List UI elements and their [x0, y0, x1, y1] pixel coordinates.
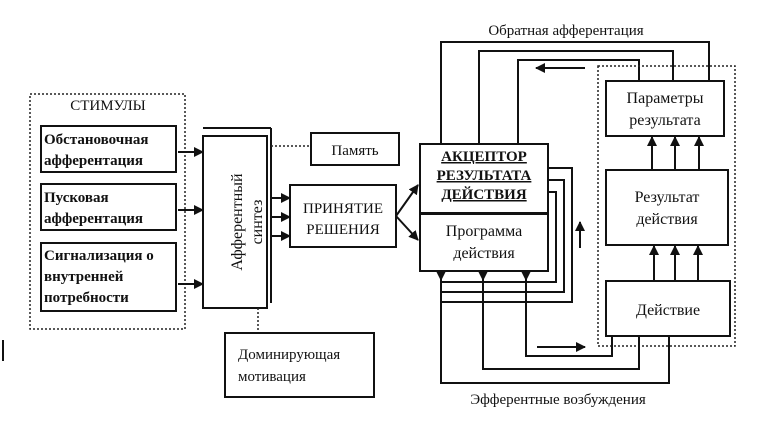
afferent-synthesis-box [202, 135, 268, 309]
reverse-afferentation-label: Обратная афферентация [488, 23, 643, 39]
result-line2: действия [636, 211, 698, 228]
afferent-synthesis-block: Афферентный синтез [202, 127, 272, 309]
program-output-arrowhead-3 [521, 271, 531, 281]
stimulus-box-internal-need [40, 242, 177, 312]
parameters-line1: Параметры [627, 90, 704, 107]
action-box [605, 280, 731, 337]
dominant-motivation-box [224, 332, 375, 398]
result-line1: Результат [635, 189, 700, 206]
stimuli-group-border [29, 93, 186, 330]
parameters-line2: результата [629, 112, 700, 129]
acceptor-line1: АКЦЕПТОР [441, 149, 527, 165]
efferent-excitations-label: Эфферентные возбуждения [470, 392, 646, 408]
stimulus-trigger-line1: Пусковая [44, 190, 109, 206]
stimulus-situational-line1: Обстановочная [44, 132, 148, 148]
acceptor-box [419, 143, 549, 215]
decision-line1: ПРИНЯТИЕ [303, 201, 383, 217]
efferent-loop-inner [525, 271, 613, 357]
arrow-decision-to-acceptor [395, 184, 419, 217]
stimulus-trigger-line2: афферентация [44, 211, 143, 227]
decision-box [289, 184, 397, 248]
stimulus-situational-line2: афферентация [44, 153, 143, 169]
result-parameters-box [605, 80, 725, 137]
acceptor-line3: ДЕЙСТВИЯ [441, 186, 527, 203]
stimulus-internal-line1: Сигнализация о [44, 248, 154, 264]
afferent-synthesis-line1: Афферентный [229, 173, 246, 271]
program-line1: Программа [446, 223, 522, 240]
stimulus-box-trigger [40, 183, 177, 231]
decision-line2: РЕШЕНИЯ [306, 222, 379, 238]
memory-label: Память [331, 143, 378, 159]
efferent-loop-middle [482, 271, 640, 370]
acceptor-line2: РЕЗУЛЬТАТА [437, 168, 532, 184]
stimulus-internal-line3: потребности [44, 290, 129, 306]
program-line2: действия [453, 245, 515, 262]
memory-box [310, 132, 400, 166]
stimulus-box-situational [40, 125, 177, 173]
program-output-arrowhead-1 [436, 271, 446, 281]
stimuli-group: СТИМУЛЫ Обстановочная афферентация Пуско… [29, 93, 186, 330]
action-label: Действие [636, 302, 700, 319]
afferent-synthesis-line2: синтез [249, 200, 266, 245]
feedback-loop-outer [440, 41, 710, 144]
acceptor-loop-outer [441, 167, 573, 303]
arrow-decision-to-program [395, 215, 419, 241]
acceptor-loop-middle [441, 179, 565, 293]
action-result-box [605, 169, 729, 246]
stimulus-internal-line2: внутренней [44, 269, 124, 285]
feedback-loop-inner [517, 59, 640, 144]
motivation-line1: Доминирующая [238, 347, 340, 363]
feedback-loop-middle [478, 50, 674, 144]
program-output-arrowhead-2 [478, 271, 488, 281]
motivation-line2: мотивация [238, 369, 306, 385]
result-group-border [597, 65, 736, 347]
efferent-loop-outer [440, 271, 670, 384]
stimuli-title: СТИМУЛЫ [70, 98, 146, 114]
acceptor-loop-inner [441, 191, 557, 283]
